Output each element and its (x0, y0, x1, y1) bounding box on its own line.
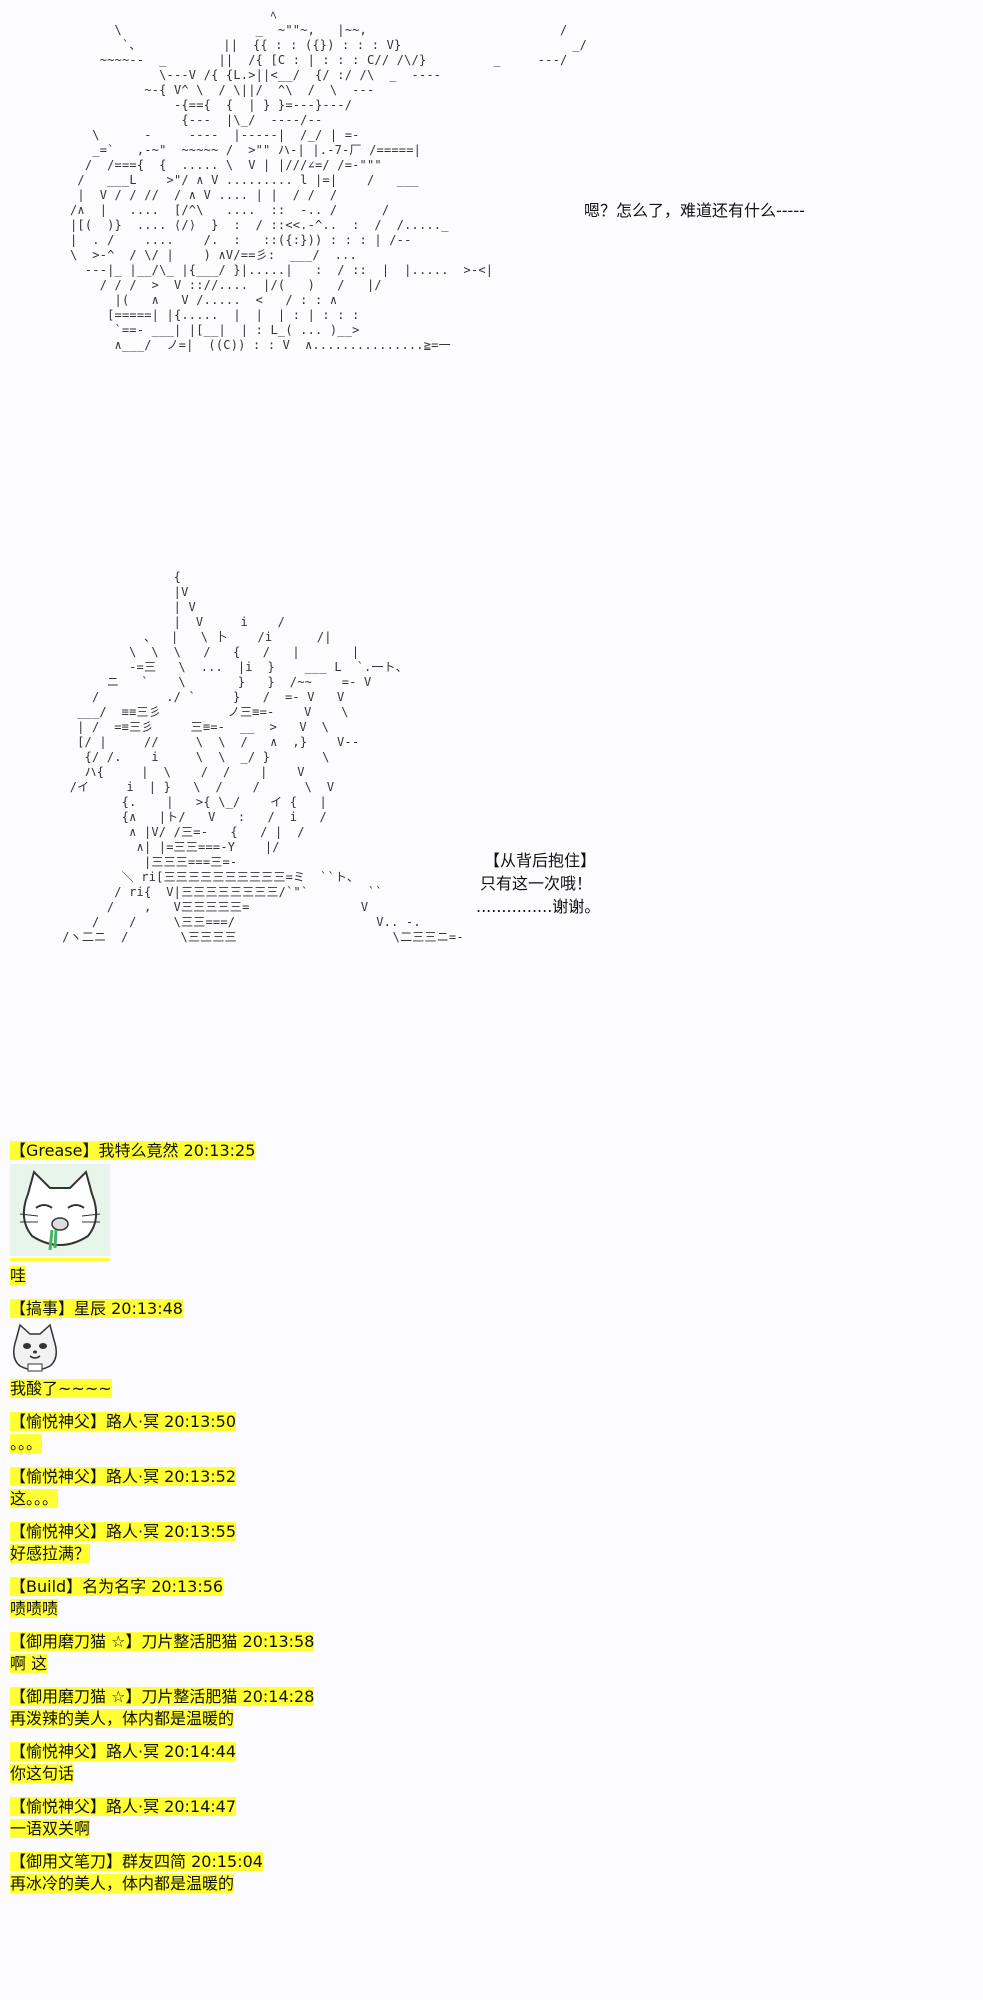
chat-message: 【愉悦神父】路人·冥 20:13:52 这。。。 (10, 1466, 910, 1509)
message-header: 【Build】名为名字 20:13:56 (10, 1577, 224, 1596)
message-text: 啧啧啧 (10, 1599, 59, 1618)
message-text: 你这句话 (10, 1764, 75, 1783)
chat-message: 【搞事】星辰 20:13:48 我酸了~~~~ (10, 1298, 910, 1399)
message-text: 。。。 (10, 1434, 43, 1453)
chat-message: 【Grease】我特么竟然 20:13:25 哇 (10, 1140, 910, 1286)
speech-line-3: ...............谢谢。 (476, 897, 601, 916)
chat-message: 【愉悦神父】路人·冥 20:14:44 你这句话 (10, 1741, 910, 1784)
message-text: 一语双关啊 (10, 1819, 91, 1838)
message-text: 好感拉满？ (10, 1544, 91, 1563)
message-header: 【愉悦神父】路人·冥 20:14:44 (10, 1742, 237, 1761)
message-text: 哇 (10, 1266, 27, 1285)
message-header: 【Grease】我特么竟然 20:13:25 (10, 1141, 256, 1160)
message-header: 【御用磨刀猫 ☆】刀片整活肥猫 20:13:58 (10, 1632, 315, 1651)
chat-message: 【御用磨刀猫 ☆】刀片整活肥猫 20:14:28 再泼辣的美人，体内都是温暖的 (10, 1686, 910, 1729)
message-text: 再冰冷的美人，体内都是温暖的 (10, 1874, 235, 1893)
message-header: 【愉悦神父】路人·冥 20:14:47 (10, 1797, 237, 1816)
message-header: 【愉悦神父】路人·冥 20:13:55 (10, 1522, 237, 1541)
chat-message: 【愉悦神父】路人·冥 20:13:50 。。。 (10, 1411, 910, 1454)
chat-message: 【御用文笔刀】群友四简 20:15:04 再冰冷的美人，体内都是温暖的 (10, 1851, 910, 1894)
chat-log: 【Grease】我特么竟然 20:13:25 哇 【搞事】星辰 20:13:48 (10, 1140, 910, 1906)
cat-sticker-icon (10, 1162, 110, 1261)
message-header: 【愉悦神父】路人·冥 20:13:50 (10, 1412, 237, 1431)
message-header: 【搞事】星辰 20:13:48 (10, 1299, 183, 1318)
chat-message: 【愉悦神父】路人·冥 20:13:55 好感拉满？ (10, 1521, 910, 1564)
ascii-art-top: ﾍ \ _ ~""~, |~~, / `、 || {{ : : ({}) : :… (0, 0, 983, 560)
message-text: 这。。。 (10, 1489, 59, 1508)
message-text: 再泼辣的美人，体内都是温暖的 (10, 1709, 235, 1728)
ascii-art-figure-hug: { |V | V | V i / 、 | \ 卜 /i /| \ \ \ / {… (62, 570, 464, 944)
speech-line-2: 只有这一次哦！ (480, 874, 593, 893)
chat-message: 【愉悦神父】路人·冥 20:14:47 一语双关啊 (10, 1796, 910, 1839)
message-text: 啊 这 (10, 1654, 48, 1673)
doge-cat-sticker-icon (10, 1320, 60, 1374)
ascii-art-figure-armored: ﾍ \ _ ~""~, |~~, / `、 || {{ : : ({}) : :… (70, 8, 588, 352)
message-header: 【御用磨刀猫 ☆】刀片整活肥猫 20:14:28 (10, 1687, 315, 1706)
message-header: 【御用文笔刀】群友四简 20:15:04 (10, 1852, 263, 1871)
speech-line-1: 【从背后抱住】 (484, 851, 597, 870)
chat-message: 【Build】名为名字 20:13:56 啧啧啧 (10, 1576, 910, 1619)
ascii-art-bottom: { |V | V | V i / 、 | \ 卜 /i /| \ \ \ / {… (0, 560, 983, 1140)
chat-message: 【御用磨刀猫 ☆】刀片整活肥猫 20:13:58 啊 这 (10, 1631, 910, 1674)
message-header: 【愉悦神父】路人·冥 20:13:52 (10, 1467, 237, 1486)
speech-text-top: 嗯？怎么了，难道还有什么----- (584, 201, 805, 220)
message-text: 我酸了~~~~ (10, 1379, 112, 1398)
